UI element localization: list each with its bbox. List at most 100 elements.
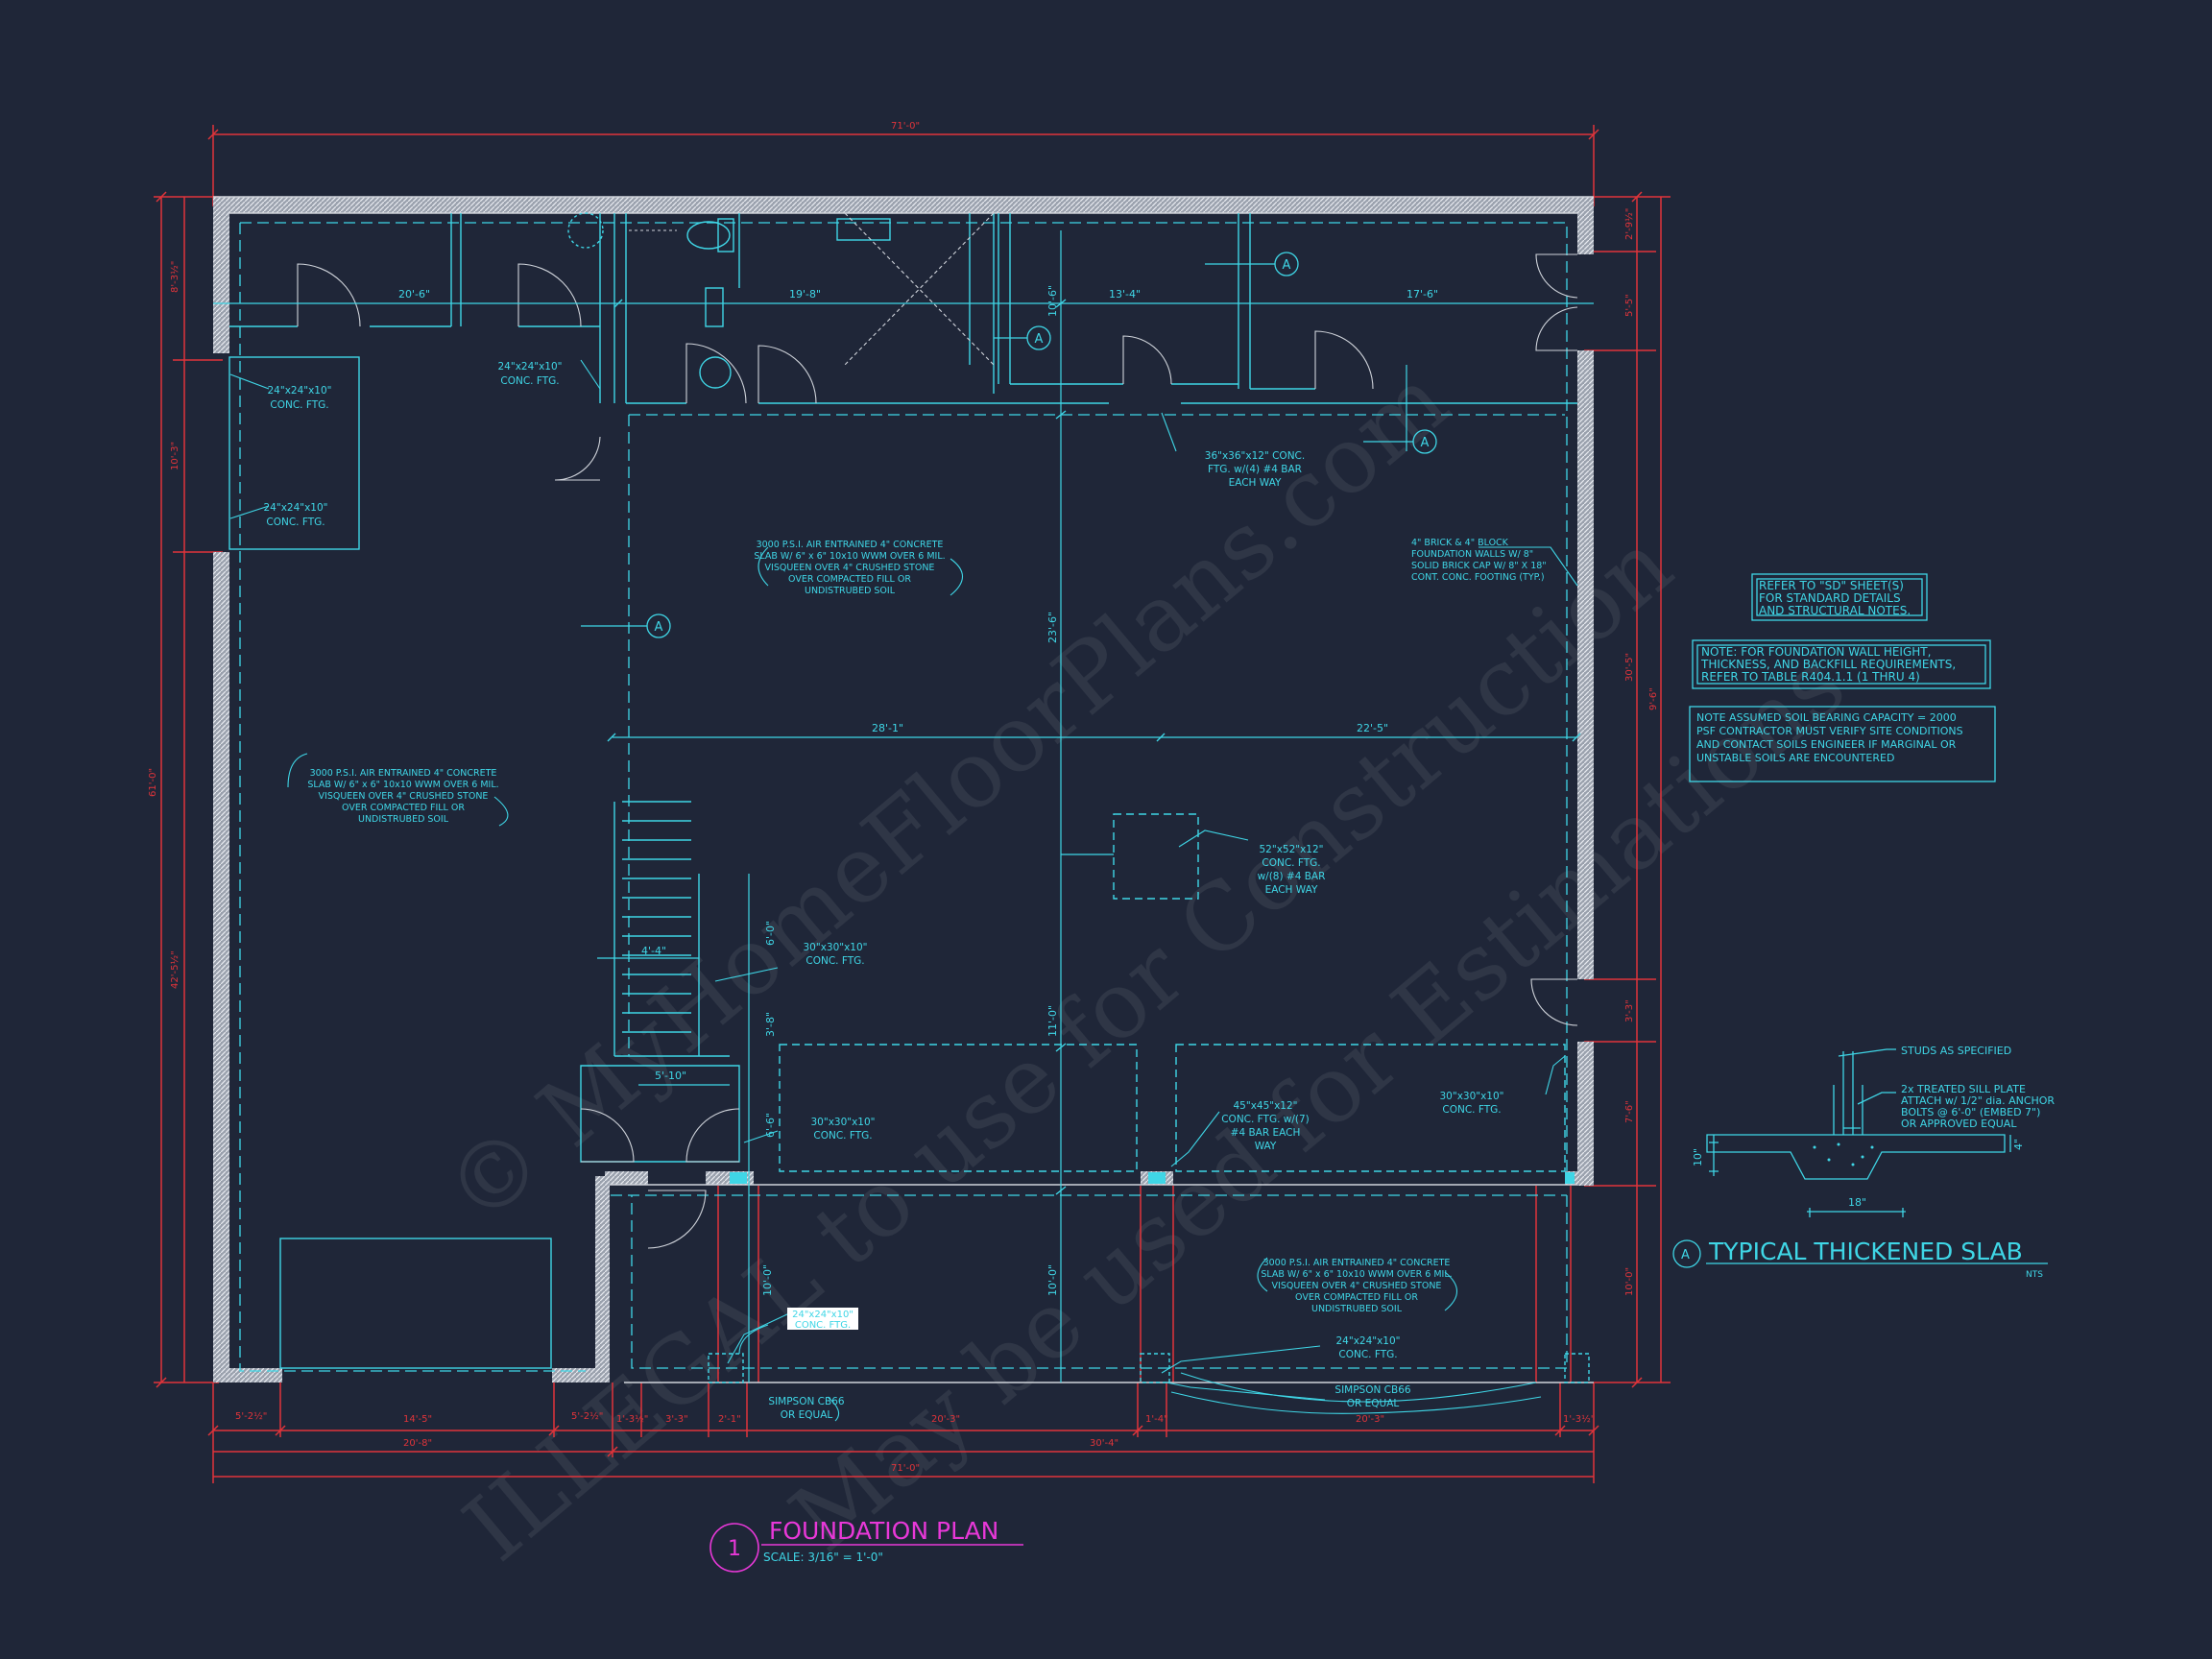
dim-17-6: 17'-6" [1407, 288, 1438, 301]
dim-bottom-row2-1: 20'-8" [403, 1438, 432, 1449]
callout-ftg-52-3: w/(8) #4 BAR [1258, 871, 1326, 882]
interior-dimension-ticks [607, 299, 1581, 1195]
slab-note-3-line-4: OVER COMPACTED FILL OR [1295, 1292, 1418, 1303]
note-2-line-2: THICKNESS, AND BACKFILL REQUIREMENTS, [1700, 658, 1956, 671]
note-box-2 [1692, 639, 1991, 689]
footing-callouts: 24"x24"x10" CONC. FTG. 24"x24"x10" CONC.… [264, 361, 1504, 1421]
detail-dim-10: 10" [1692, 1148, 1704, 1166]
detail-dim-4: 4" [2012, 1139, 2025, 1150]
dim-5-10: 5'-10" [655, 1070, 686, 1082]
exterior-dimension-text: 71'-0" 71'-0" 61'-0" 8'-3½" 10'-3" 42'-5… [148, 121, 1659, 1474]
exterior-foundation-walls [213, 197, 1594, 1382]
wall-note-line-3: SOLID BRICK CAP W/ 8" X 18" [1411, 561, 1547, 571]
dim-13-4: 13'-4" [1109, 288, 1141, 301]
dim-bottom-2: 14'-5" [403, 1414, 432, 1425]
slab-note-2-line-4: OVER COMPACTED FILL OR [342, 803, 465, 813]
note-1-line-2: FOR STANDARD DETAILS [1759, 591, 1901, 605]
dim-left-a: 8'-3½" [169, 261, 180, 293]
dim-10-0-a: 10'-0" [1046, 1264, 1059, 1296]
dim-bottom-5: 3'-3" [665, 1414, 688, 1425]
dim-overall-bottom: 71'-0" [891, 1463, 920, 1474]
section-tag-letters: A A A A [655, 258, 1430, 635]
dim-28-1: 28'-1" [872, 722, 903, 734]
dim-left-c: 42'-5½" [169, 950, 180, 989]
note-boxes [1689, 573, 1996, 782]
dim-right-f: 7'-6" [1624, 1100, 1635, 1123]
slab-note-3-line-2: SLAB W/ 6" x 6" 10x10 WWM OVER 6 MIL. [1261, 1269, 1452, 1280]
wall-note-line-4: CONT. CONC. FOOTING (TYP.) [1411, 572, 1545, 583]
slab-note-1-line-2: SLAB W/ 6" x 6" 10x10 WWM OVER 6 MIL. [754, 551, 945, 562]
callout-ftg-36-3: EACH WAY [1229, 477, 1282, 489]
dim-3-8: 3'-8" [764, 1012, 777, 1037]
dim-bottom-9: 20'-3" [1356, 1414, 1384, 1425]
footing-outlines [239, 222, 1568, 1372]
note-3-line-2: PSF CONTRACTOR MUST VERIFY SITE CONDITIO… [1696, 725, 1963, 737]
callout-simpson-b: SIMPSON CB66 [1334, 1384, 1410, 1396]
dim-bottom-8: 1'-4" [1145, 1414, 1168, 1425]
section-tag-letter: A [1421, 436, 1430, 450]
slab-note-1-line-4: OVER COMPACTED FILL OR [788, 574, 911, 585]
thickened-slab-detail [1672, 1048, 2048, 1268]
plan-number: 1 [728, 1537, 741, 1561]
door-swings [297, 212, 1578, 1249]
slab-note-3: 3000 P.S.I. AIR ENTRAINED 4" CONCRETE SL… [1261, 1258, 1452, 1314]
callout-ftg-30-a-2: CONC. FTG. [805, 955, 864, 967]
slab-note-1-line-1: 3000 P.S.I. AIR ENTRAINED 4" CONCRETE [757, 540, 944, 550]
callout-ftg-45-2: CONC. FTG. w/(7) [1221, 1114, 1310, 1125]
callout-ftg-24-a-2: CONC. FTG. [270, 399, 328, 411]
detail-scale: NTS [2026, 1270, 2043, 1280]
dim-bottom-6: 2'-1" [718, 1414, 741, 1425]
section-tags [581, 252, 1437, 638]
detail-studs-label: STUDS AS SPECIFIED [1901, 1045, 2011, 1057]
note-3-line-1: NOTE ASSUMED SOIL BEARING CAPACITY = 200… [1696, 711, 1957, 724]
dim-6-0: 6'-0" [764, 921, 777, 946]
dim-10-0-b: 10'-0" [761, 1264, 774, 1296]
dim-10-6: 10'-6" [1046, 285, 1059, 317]
detail-dots [1813, 1142, 1874, 1166]
dim-bottom-10: 1'-3½" [1563, 1413, 1595, 1425]
detail-sill-line-4: OR APPROVED EQUAL [1901, 1118, 2017, 1130]
callout-ftg-36: 36"x36"x12" CONC. [1205, 450, 1305, 462]
dim-right-e: 3'-3" [1624, 999, 1635, 1022]
callout-ftg-24-d: 24"x24"x10" CONC. FTG. [792, 1310, 854, 1331]
slab-note-2-line-1: 3000 P.S.I. AIR ENTRAINED 4" CONCRETE [310, 768, 497, 779]
callout-ftg-24-c: 24"x24"x10" [498, 361, 563, 373]
dim-20-6: 20'-6" [398, 288, 430, 301]
detail-title: TYPICAL THICKENED SLAB [1708, 1238, 2023, 1265]
dimension-ticks [156, 129, 1643, 1457]
callout-ftg-24-c-2: CONC. FTG. [500, 375, 559, 387]
dim-right-a: 2'-9½" [1623, 208, 1635, 240]
section-tag-letter: A [1035, 332, 1044, 347]
detail-sill-line-2: ATTACH w/ 1/2" dia. ANCHOR [1901, 1094, 2055, 1107]
dim-4-4: 4'-4" [641, 945, 666, 957]
callout-ftg-24-a: 24"x24"x10" [268, 385, 332, 397]
plan-scale: SCALE: 3/16" = 1'-0" [763, 1551, 883, 1564]
wall-note-line-2: FOUNDATION WALLS W/ 8" [1411, 549, 1533, 560]
callout-simpson-a: SIMPSON CB66 [768, 1396, 844, 1407]
callout-ftg-45-3: #4 BAR EACH [1231, 1127, 1301, 1139]
detail-sill-line-3: BOLTS @ 6'-0" (EMBED 7") [1901, 1106, 2040, 1118]
plan-title: FOUNDATION PLAN [769, 1517, 998, 1545]
callout-simpson-b-2: OR EQUAL [1347, 1398, 1400, 1409]
dim-6-6: 6'-6" [764, 1113, 777, 1138]
detail-tag-letter: A [1681, 1248, 1690, 1262]
section-tag-letter: A [655, 620, 663, 635]
dim-bottom-row2-2: 30'-4" [1090, 1438, 1118, 1449]
slab-note-2: 3000 P.S.I. AIR ENTRAINED 4" CONCRETE SL… [307, 768, 498, 825]
callout-ftg-52: 52"x52"x12" [1260, 844, 1324, 855]
dim-bottom-4: 1'-3½" [616, 1413, 648, 1425]
callout-ftg-24-b: 24"x24"x10" [264, 502, 328, 514]
wall-outlines [213, 196, 1594, 1383]
note-3-line-3: AND CONTACT SOILS ENGINEER IF MARGINAL O… [1696, 738, 1957, 751]
slab-note-3-line-3: VISQUEEN OVER 4" CRUSHED STONE [1272, 1281, 1442, 1291]
callout-ftg-24-d-1: 24"x24"x10" [792, 1310, 854, 1320]
plan-title-block: 1 FOUNDATION PLAN SCALE: 3/16" = 1'-0" [709, 1517, 1023, 1573]
callout-ftg-24-d-2: CONC. FTG. [795, 1320, 851, 1331]
wall-note: 4" BRICK & 4" BLOCK FOUNDATION WALLS W/ … [1411, 538, 1547, 583]
wall-note-line-1: 4" BRICK & 4" BLOCK [1411, 538, 1509, 548]
highlight-box [787, 1308, 858, 1330]
leader-lines [229, 359, 1578, 1422]
note-3-text: NOTE ASSUMED SOIL BEARING CAPACITY = 200… [1696, 711, 1963, 764]
dim-left-b: 10'-3" [170, 442, 180, 470]
